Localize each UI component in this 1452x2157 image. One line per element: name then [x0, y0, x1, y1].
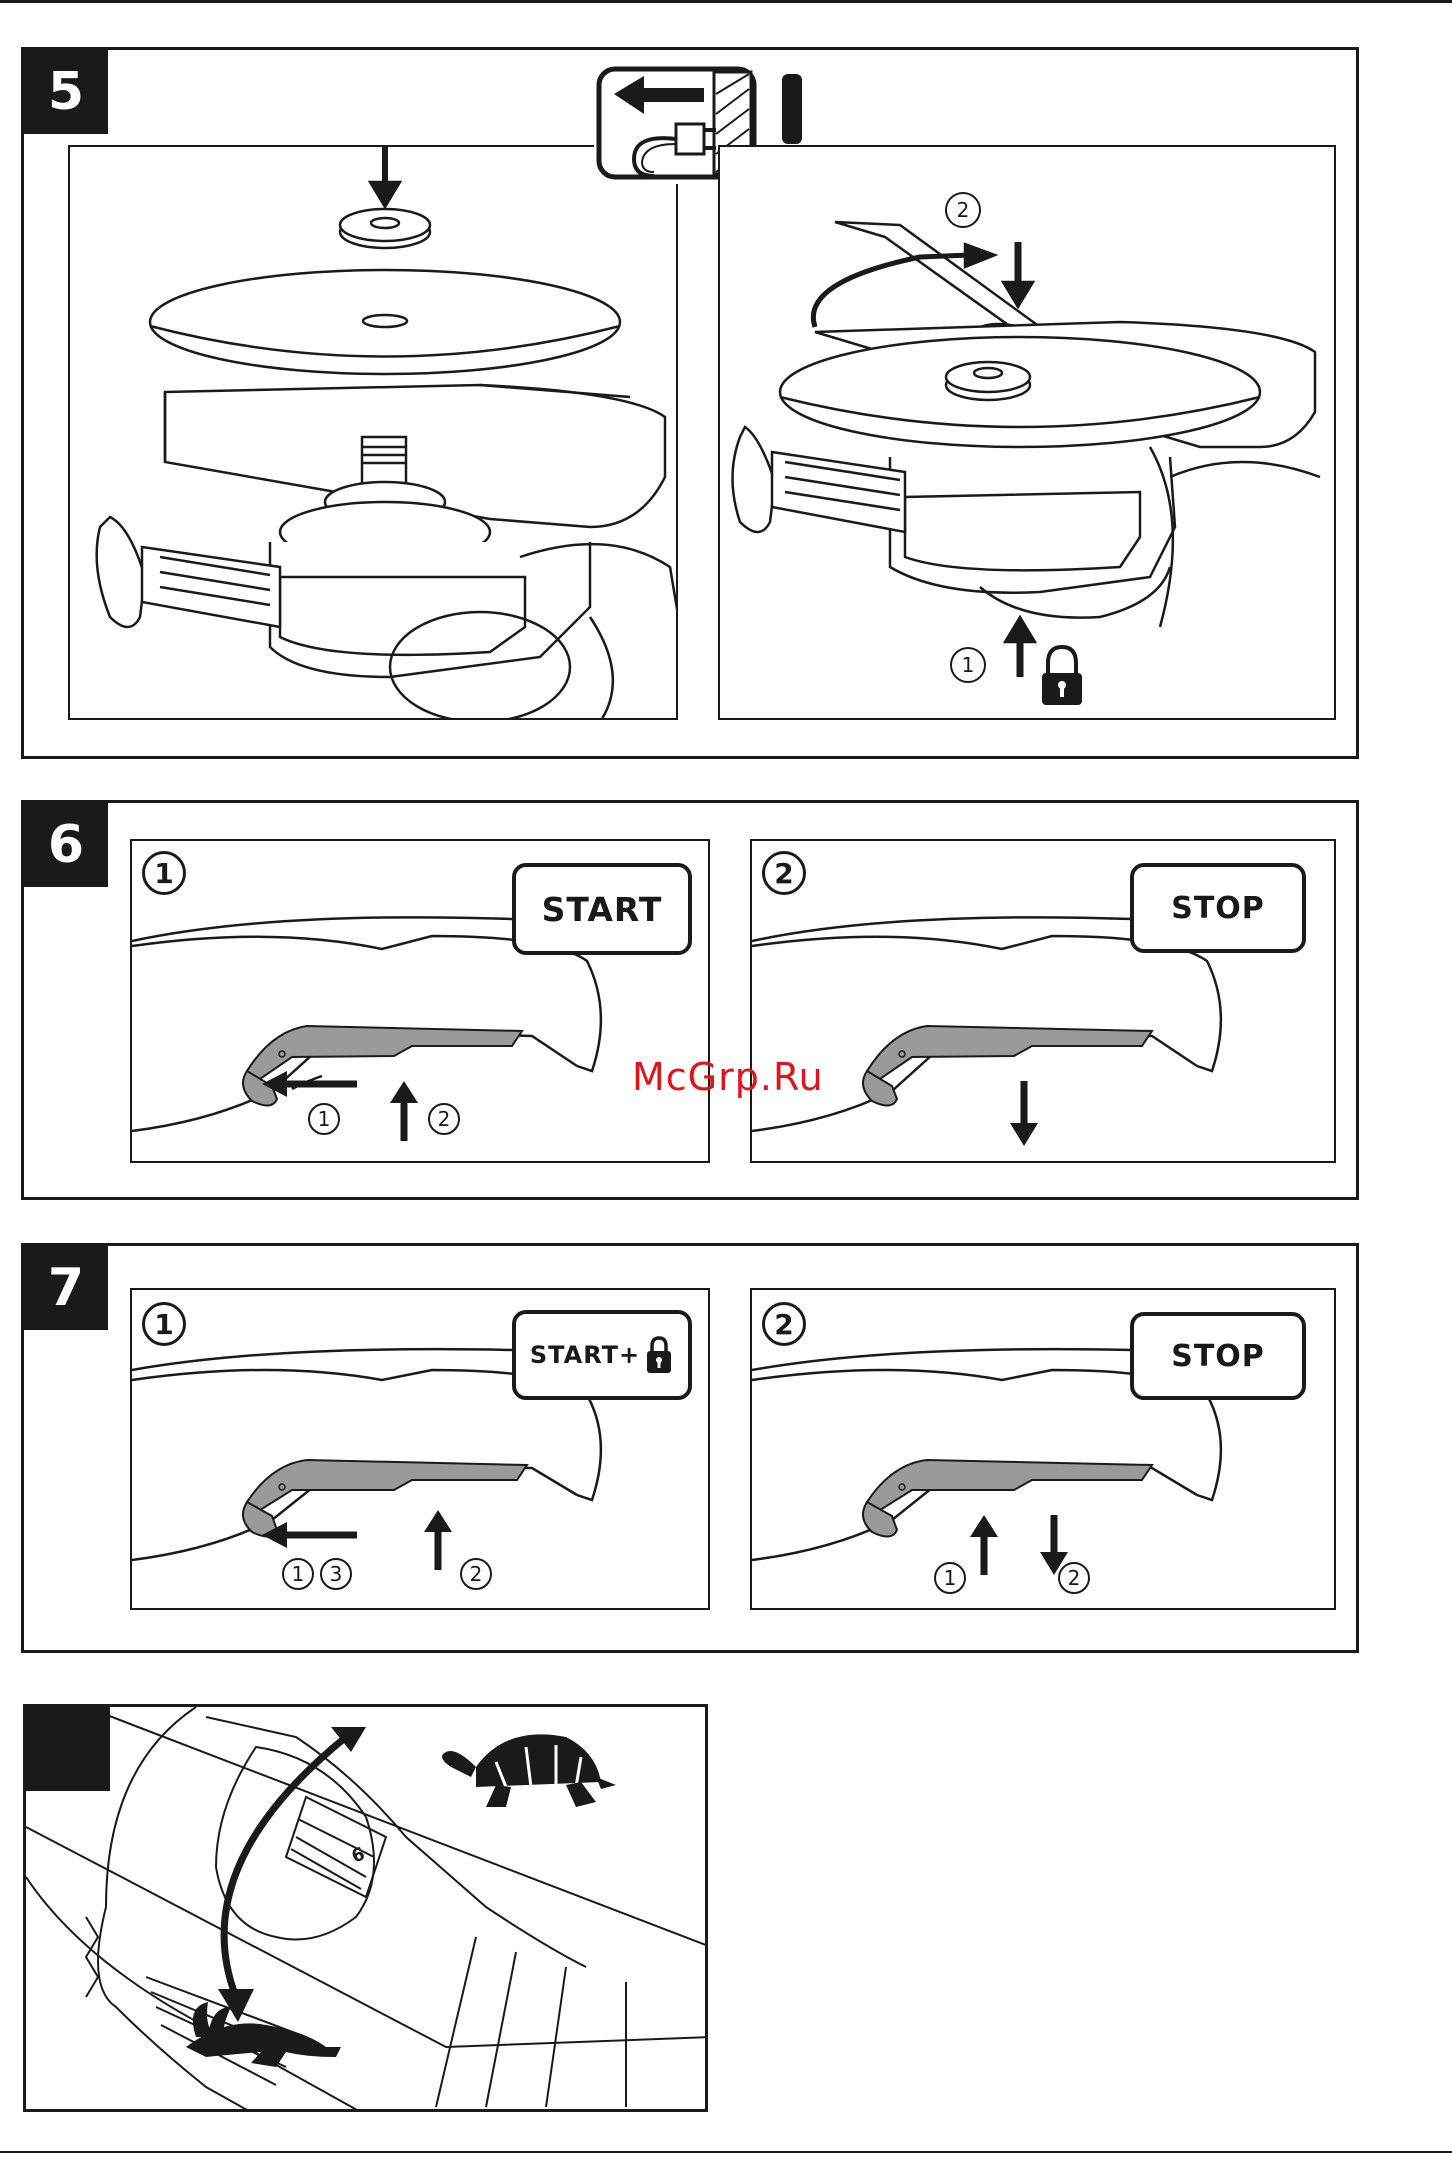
- sub-step-2: 2: [428, 1103, 460, 1135]
- step-2-label: 2: [945, 192, 981, 228]
- spanner-illustration: [720, 147, 1336, 720]
- section-6: 6 1 START 1 2: [21, 800, 1359, 1200]
- stop-button-label: STOP: [1130, 1312, 1306, 1400]
- sub-step-1: 1: [934, 1562, 966, 1594]
- speed-dial-illustration: [26, 1707, 708, 2112]
- section-6-panel-2: 2 STOP: [750, 839, 1336, 1163]
- watermark-text: McGrp.Ru: [632, 1055, 824, 1099]
- step-2-marker: 2: [762, 851, 806, 895]
- section-7-number: 7: [24, 1246, 108, 1330]
- disc-mount-illustration: [70, 147, 678, 720]
- section-5: 5: [21, 47, 1359, 759]
- start-lock-button-label: START+: [512, 1310, 692, 1400]
- section-7-panel-2: 2 STOP 1 2: [750, 1288, 1336, 1610]
- step-1-marker: 1: [142, 1302, 186, 1346]
- section-7-panel-1: 1 START+ 1 3 2: [130, 1288, 710, 1610]
- sub-step-2: 2: [1058, 1562, 1090, 1594]
- section-5-left-panel: [68, 145, 678, 720]
- section-5-number: 5: [24, 50, 108, 134]
- section-5-right-panel: 2 1: [718, 145, 1336, 720]
- step-1-label: 1: [950, 647, 986, 683]
- bottom-rule: [0, 2151, 1452, 2153]
- section-speed-dial-badge: [26, 1707, 110, 1791]
- sub-step-2: 2: [460, 1558, 492, 1590]
- sub-step-1: 1: [282, 1558, 314, 1590]
- stop-button-label: STOP: [1130, 863, 1306, 953]
- start-plus-text: START+: [530, 1341, 640, 1369]
- sub-step-3: 3: [320, 1558, 352, 1590]
- lock-icon: [644, 1335, 674, 1375]
- step-2-marker: 2: [762, 1302, 806, 1346]
- turtle-icon: [442, 1734, 616, 1807]
- section-6-number: 6: [24, 803, 108, 887]
- section-speed-dial: 6: [23, 1704, 708, 2112]
- section-6-panel-1: 1 START 1 2: [130, 839, 710, 1163]
- section-7: 7 1 START+ 1 3: [21, 1243, 1359, 1653]
- hare-icon: [186, 2002, 341, 2067]
- step-1-marker: 1: [142, 851, 186, 895]
- sub-step-1: 1: [308, 1103, 340, 1135]
- top-rule: [0, 0, 1452, 3]
- start-button-label: START: [512, 863, 692, 955]
- lock-icon: [1042, 647, 1082, 705]
